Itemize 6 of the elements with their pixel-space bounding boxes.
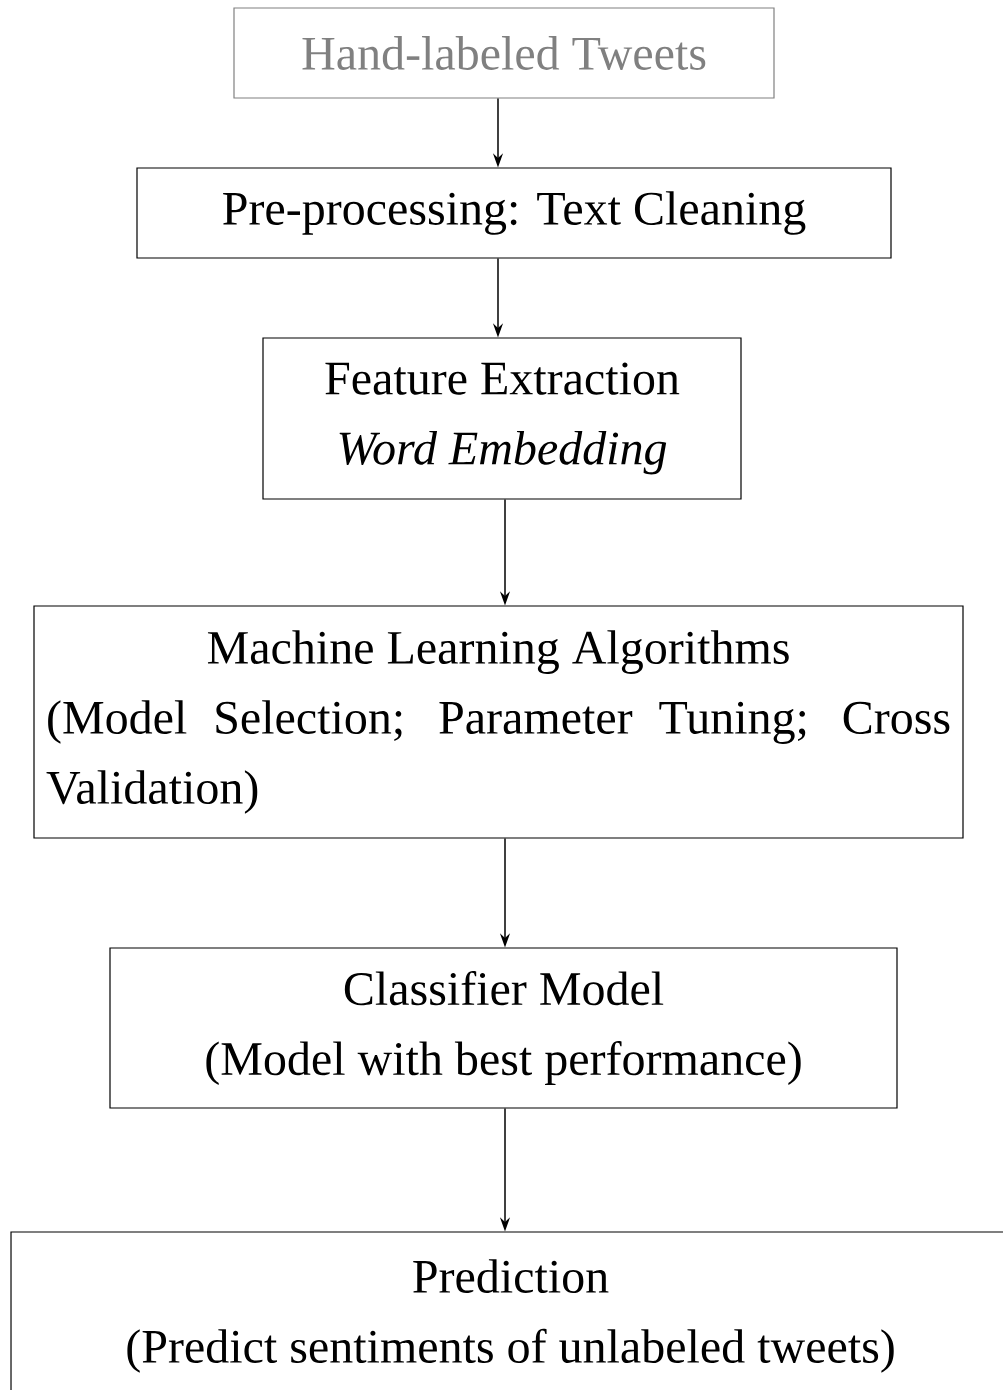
- input-box: Hand-labeled Tweets: [233, 7, 775, 99]
- process-box: Prediction (Predict sentiments of unlabeled tweets): [10, 1231, 1003, 1390]
- process-box: Classifier Model (Model with best performance): [109, 947, 898, 1109]
- process-box: Pre-processing: Text Cleaning: [136, 167, 892, 259]
- process-box: Machine Learning Algorithms (Model Selection; Parameter Tuning; Cross Validation): [33, 605, 964, 839]
- process-box: Feature Extraction Word Embedding: [262, 337, 742, 500]
